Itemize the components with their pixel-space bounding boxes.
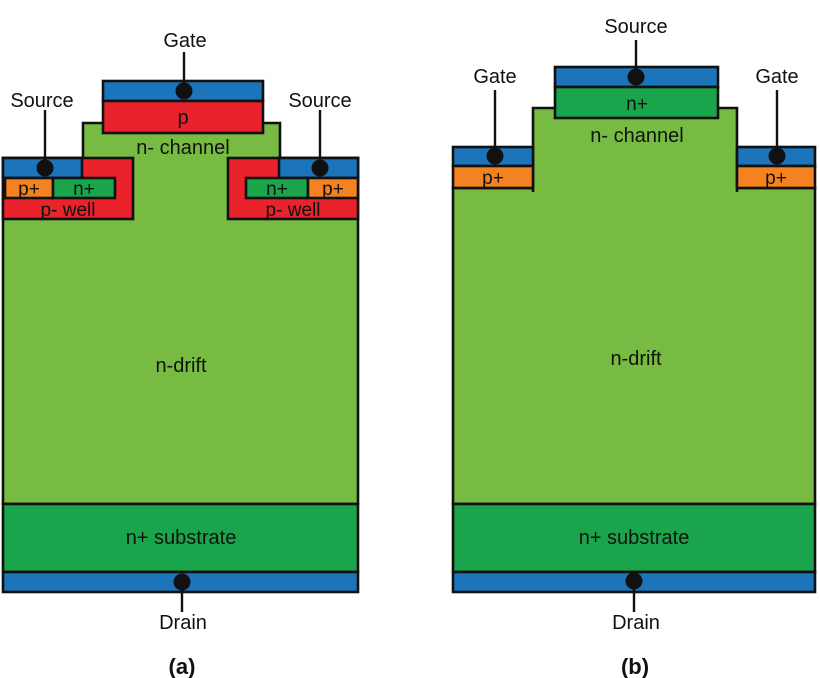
b-gate-left-label: Gate: [473, 66, 516, 88]
b-n-plus-source-region: [553, 85, 720, 120]
b-gate-left-contact-dot-icon: [486, 147, 504, 165]
b-n-drift-label: n-drift: [610, 348, 662, 370]
b-substrate-label: n+ substrate: [579, 527, 690, 549]
a-n-plus-left-region: [51, 176, 117, 200]
a-n-drift-label: n-drift: [155, 355, 207, 377]
diagram-b: Source Gate Gate n+ n- channel p+ p+ n-d…: [451, 16, 817, 678]
a-n-plus-left-label: n+: [73, 179, 95, 200]
a-p-plus-right-label: p+: [322, 179, 344, 200]
b-drain-contact-dot-icon: [625, 572, 643, 590]
b-channel-mesa: [531, 106, 739, 192]
a-source-right-label: Source: [288, 90, 351, 112]
b-channel-label: n- channel: [590, 125, 683, 147]
diagram-a: Gate Source Source p n- channel p+ n+ p-…: [1, 30, 360, 678]
a-p-plus-left-label: p+: [18, 179, 40, 200]
b-n-drift-region: [451, 186, 817, 506]
b-p-plus-left-region: [451, 164, 535, 190]
b-source-contact-dot-icon: [627, 68, 645, 86]
b-p-plus-left-label: p+: [482, 168, 504, 189]
a-drain-label: Drain: [159, 612, 207, 634]
b-gate-right-contact-dot-icon: [768, 147, 786, 165]
a-source-right-contact-dot-icon: [311, 159, 329, 177]
b-n-plus-substrate-region: [451, 502, 817, 574]
a-p-gate-region: [101, 99, 265, 135]
b-n-plus-source-label: n+: [626, 94, 648, 115]
a-p-well-right-label: p- well: [266, 200, 321, 221]
b-p-plus-right-region: [735, 164, 817, 190]
b-caption: (b): [621, 654, 649, 678]
a-n-plus-right-label: n+: [266, 179, 288, 200]
a-drain-contact-dot-icon: [173, 573, 191, 591]
a-gate-label: Gate: [163, 30, 206, 52]
a-channel-label: n- channel: [136, 137, 229, 159]
b-drain-label: Drain: [612, 612, 660, 634]
b-gate-right-label: Gate: [755, 66, 798, 88]
a-substrate-label: n+ substrate: [126, 527, 237, 549]
a-source-left-label: Source: [10, 90, 73, 112]
a-caption: (a): [169, 654, 196, 678]
a-gate-contact-dot-icon: [175, 82, 193, 100]
a-source-left-contact-dot-icon: [36, 159, 54, 177]
a-n-plus-substrate-region: [1, 502, 360, 574]
a-p-gate-label: p: [177, 107, 188, 129]
b-source-label: Source: [604, 16, 667, 38]
b-p-plus-right-label: p+: [765, 168, 787, 189]
a-p-well-left-label: p- well: [41, 200, 96, 221]
a-p-plus-right-region: [306, 176, 360, 200]
